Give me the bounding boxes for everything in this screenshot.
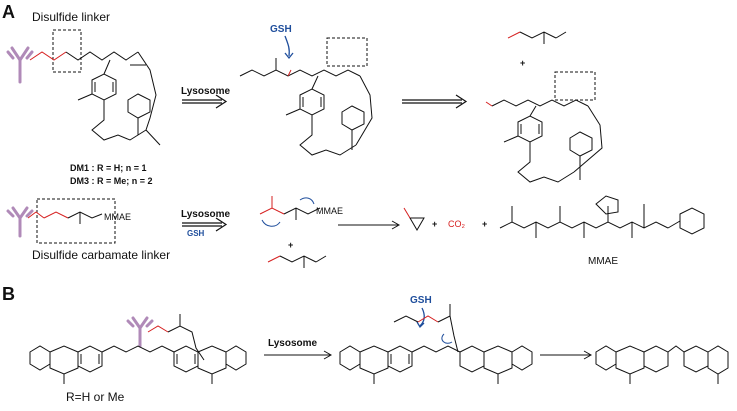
lysosome-label: Lysosome xyxy=(181,86,231,97)
co2-label: CO₂ xyxy=(448,219,465,229)
intermediate-structure xyxy=(239,37,373,156)
mmae-structure xyxy=(499,195,705,238)
mmae-name-label: MMAE xyxy=(588,256,618,267)
antibody-icon xyxy=(6,206,34,238)
thiirane-product xyxy=(403,207,425,231)
plus-sign: + xyxy=(432,219,438,229)
panel-a-label: A xyxy=(2,2,15,22)
disulfide-linker-caption: Disulfide linker xyxy=(32,10,111,24)
antibody-icon xyxy=(6,46,34,84)
pbd-dimer-adc xyxy=(29,314,247,384)
dm3-definition: DM3 : R = Me; n = 2 xyxy=(70,176,153,186)
released-thiol-payload xyxy=(485,71,603,183)
panel-b-label: B xyxy=(2,284,15,304)
plus-sign: + xyxy=(288,240,294,250)
r-group-definition: R=H or Me xyxy=(66,390,125,404)
pbd-intermediate xyxy=(339,304,533,384)
gsh-label: GSH xyxy=(270,24,292,35)
gsh-label: GSH xyxy=(410,295,432,306)
mmae-linker-label: MMAE xyxy=(104,212,131,222)
antibody-icon xyxy=(126,316,154,348)
thiol-carbamate-intermediate xyxy=(259,196,321,227)
dm1-definition: DM1 : R = H; n = 1 xyxy=(70,163,147,173)
gsh-label: GSH xyxy=(187,229,205,238)
gsh-attack-arrow xyxy=(416,307,425,329)
carbamate-linker-box xyxy=(36,198,116,244)
disulfide-highlight-box xyxy=(52,29,82,73)
mixed-disulfide-product xyxy=(507,31,567,44)
carbamate-linker-structure xyxy=(27,211,103,224)
lysosome-label: Lysosome xyxy=(268,338,318,349)
mixed-disulfide-product xyxy=(267,255,327,268)
released-pbd-dimer xyxy=(595,345,729,384)
gsh-attack-arrow xyxy=(284,35,294,60)
plus-sign: + xyxy=(520,58,526,68)
mmae-released-label: MMAE xyxy=(316,206,343,216)
carbamate-linker-caption: Disulfide carbamate linker xyxy=(32,248,171,262)
maytansinoid-structure xyxy=(65,51,161,146)
disulfide-bond xyxy=(29,51,67,61)
lysosome-label: Lysosome xyxy=(181,209,231,220)
plus-sign: + xyxy=(482,219,488,229)
